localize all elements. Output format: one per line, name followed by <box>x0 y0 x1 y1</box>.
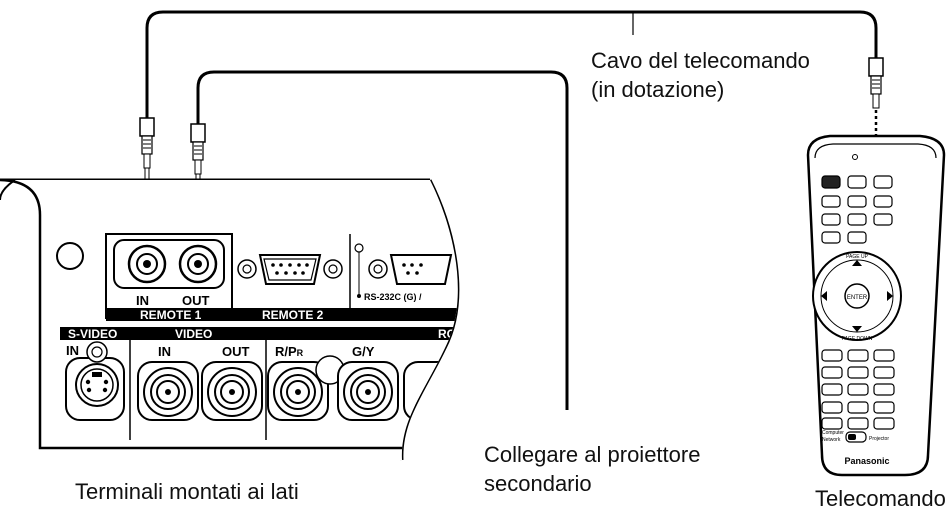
rpr-jack <box>267 361 329 421</box>
rs232c-label: RS-232C (G) / <box>364 292 422 302</box>
video-in-jack <box>137 361 199 421</box>
remote-label: Telecomando <box>815 486 946 511</box>
s-video-label: S-VIDEO <box>68 327 117 341</box>
remote-computer-label: Computer <box>822 430 844 436</box>
gy-label: G/Y <box>352 344 375 359</box>
remote-nav-pad: ENTER PAGE UP PAGE DOWN <box>812 251 902 342</box>
s-video-jack <box>65 341 125 421</box>
page-up-label: PAGE UP <box>846 254 869 260</box>
remote2-dsub-port <box>237 254 343 285</box>
video-label: VIDEO <box>175 327 212 341</box>
connect-label-line1: Collegare al proiettore <box>484 442 701 467</box>
terminals-label: Terminali montati ai lati <box>75 479 299 504</box>
remote-network-label: Network <box>822 437 841 443</box>
video-out-label: OUT <box>222 344 250 359</box>
gy-jack <box>337 361 399 421</box>
video-out-jack <box>201 361 263 421</box>
remote-cable <box>145 10 878 120</box>
secondary-projector-cable <box>196 70 569 410</box>
connect-label-line2: secondario <box>484 471 592 496</box>
rs232c-port <box>354 243 453 298</box>
remote-keypad <box>821 349 895 430</box>
cable-label: Cavo del telecomando <box>591 48 810 73</box>
projector-side-panel: IN OUT REMOTE 1 REMOTE 2 <box>0 178 460 461</box>
panel-screw-hole <box>56 242 84 270</box>
remote1-in-label: IN <box>136 293 149 308</box>
enter-label: ENTER <box>847 295 868 301</box>
cable-sublabel: (in dotazione) <box>591 77 725 102</box>
rpr-label: R/PR <box>275 344 304 359</box>
remote-button-grid-top <box>821 175 893 244</box>
video-in-label: IN <box>158 344 171 359</box>
plug-remote <box>868 57 884 142</box>
remote1-label: REMOTE 1 <box>140 308 202 322</box>
s-video-in-label: IN <box>66 343 79 358</box>
remote-control: ENTER PAGE UP PAGE DOWN Compute <box>806 134 946 477</box>
remote2-label: REMOTE 2 <box>262 308 324 322</box>
remote-projector-label: Projector <box>869 436 889 442</box>
remote-brand: Panasonic <box>844 456 889 466</box>
remote-mode-switch: Computer Network Projector <box>822 430 889 443</box>
remote1-out-label: OUT <box>182 293 210 308</box>
page-down-label: PAGE DOWN <box>842 336 873 342</box>
